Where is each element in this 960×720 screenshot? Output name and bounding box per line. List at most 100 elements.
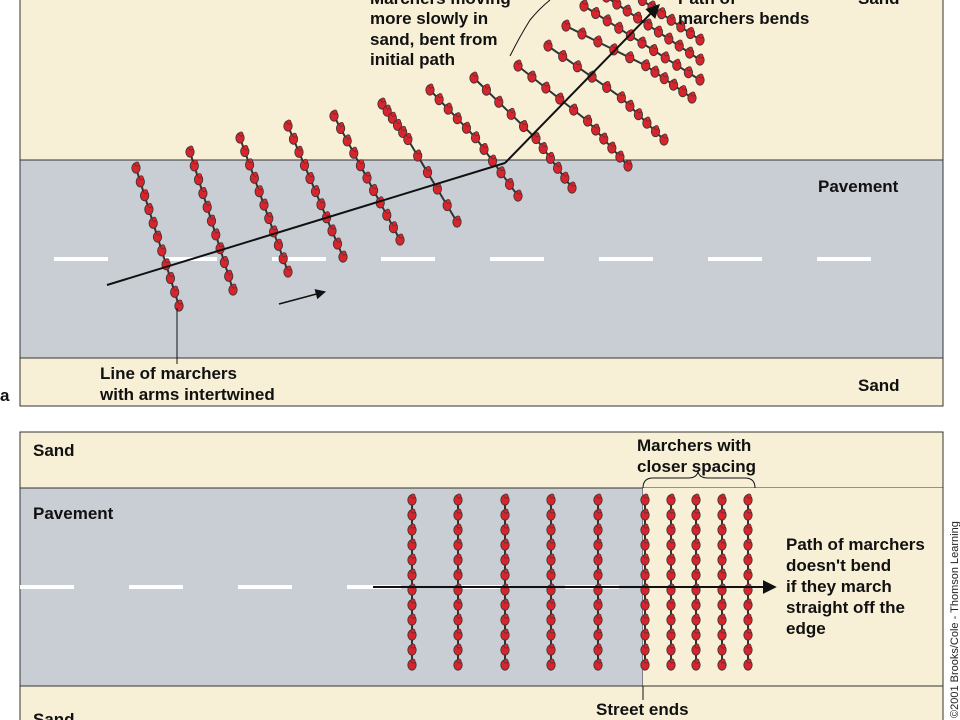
marcher-figure-icon bbox=[198, 186, 208, 199]
marcher-figure-icon bbox=[500, 598, 510, 611]
marcher-figure-icon bbox=[453, 508, 463, 521]
marcher-figure-icon bbox=[691, 598, 701, 611]
panel-a-sand-bottom-region bbox=[19, 357, 944, 407]
marcher-figure-icon bbox=[717, 508, 727, 521]
marcher-line bbox=[593, 493, 603, 671]
marcher-figure-icon bbox=[607, 141, 617, 154]
marcher-figure-icon bbox=[407, 598, 417, 611]
marcher-figure-icon bbox=[327, 224, 337, 237]
marcher-figure-icon bbox=[593, 643, 603, 656]
marcher-figure-icon bbox=[392, 118, 403, 131]
marcher-figure-icon bbox=[602, 80, 612, 93]
marcher-figure-icon bbox=[593, 35, 603, 48]
marcher-figure-icon bbox=[717, 598, 727, 611]
marcher-figure-icon bbox=[407, 553, 417, 566]
marcher-figure-icon bbox=[561, 19, 571, 32]
marcher-line bbox=[543, 39, 669, 146]
marcher-figure-icon bbox=[664, 32, 674, 45]
marcher-figure-icon bbox=[538, 141, 548, 154]
marcher-figure-icon bbox=[157, 244, 167, 257]
marcher-figure-icon bbox=[602, 14, 612, 27]
marcher-figure-icon bbox=[672, 58, 682, 71]
marcher-figure-icon bbox=[278, 252, 288, 265]
marcher-figure-icon bbox=[434, 93, 444, 106]
marcher-figure-icon bbox=[691, 568, 701, 581]
marcher-figure-icon bbox=[219, 255, 229, 268]
marcher-figure-icon bbox=[288, 132, 299, 145]
marcher-figure-icon bbox=[683, 66, 694, 79]
panel-b-sand-top-region bbox=[19, 431, 944, 489]
marcher-figure-icon bbox=[695, 53, 705, 66]
marcher-figure-icon bbox=[593, 658, 603, 671]
marcher-figure-icon bbox=[648, 44, 659, 57]
marcher-figure-icon bbox=[245, 158, 255, 171]
marcher-line bbox=[377, 97, 462, 228]
marcher-figure-icon bbox=[500, 493, 510, 506]
marcher-figure-icon bbox=[640, 523, 650, 536]
marcher-figure-icon bbox=[546, 508, 556, 521]
marcher-figure-icon bbox=[407, 523, 417, 536]
marcher-figure-icon bbox=[453, 613, 463, 626]
marcher-figure-icon bbox=[695, 33, 705, 46]
marcher-figure-icon bbox=[240, 144, 250, 157]
marcher-figure-icon bbox=[717, 643, 727, 656]
marcher-figure-icon bbox=[743, 553, 753, 566]
marcher-figure-icon bbox=[641, 59, 651, 72]
marcher-figure-icon bbox=[633, 108, 644, 121]
marcher-figure-icon bbox=[194, 173, 204, 186]
marcher-figure-icon bbox=[249, 171, 259, 184]
marcher-figure-icon bbox=[674, 39, 684, 52]
marcher-figure-icon bbox=[640, 643, 650, 656]
panel-a-sand-top-region bbox=[19, 0, 944, 161]
marcher-figure-icon bbox=[407, 658, 417, 671]
marcher-figure-icon bbox=[398, 125, 408, 138]
marcher-line bbox=[283, 119, 348, 263]
marcher-figure-icon bbox=[387, 111, 397, 124]
marcher-figure-icon bbox=[593, 508, 603, 521]
marcher-figure-icon bbox=[666, 658, 676, 671]
marcher-figure-icon bbox=[660, 51, 670, 64]
marcher-figure-icon bbox=[579, 0, 589, 12]
panel-a-path-bends-label-2: marchers bends bbox=[678, 9, 809, 28]
marcher-figure-icon bbox=[691, 613, 701, 626]
panel-a: Pavement Sand Sand Line of marchers with… bbox=[0, 0, 944, 407]
marcher-figure-icon bbox=[310, 185, 321, 198]
marcher-figure-icon bbox=[593, 598, 603, 611]
marcher-figure-icon bbox=[593, 523, 603, 536]
marcher-figure-icon bbox=[541, 81, 551, 94]
marcher-line bbox=[407, 493, 417, 671]
marcher-figure-icon bbox=[413, 149, 423, 162]
panel-a-sand-bottom-label: Sand bbox=[858, 376, 900, 395]
marcher-figure-icon bbox=[294, 145, 304, 158]
marcher-figure-icon bbox=[717, 568, 727, 581]
marcher-figure-icon bbox=[653, 25, 664, 38]
marcher-figure-icon bbox=[591, 123, 601, 136]
marcher-figure-icon bbox=[637, 0, 647, 6]
marcher-figure-icon bbox=[684, 46, 695, 59]
marcher-figure-icon bbox=[676, 20, 686, 33]
marcher-figure-icon bbox=[666, 628, 676, 641]
marcher-figure-icon bbox=[546, 598, 556, 611]
marcher-figure-icon bbox=[299, 158, 310, 171]
marcher-figure-icon bbox=[259, 198, 269, 211]
panel-b-spacing-label-2: closer spacing bbox=[637, 457, 756, 476]
marcher-figure-icon bbox=[552, 161, 563, 174]
marcher-figure-icon bbox=[316, 198, 326, 211]
marcher-figure-icon bbox=[593, 628, 603, 641]
marcher-figure-icon bbox=[717, 658, 727, 671]
marcher-figure-icon bbox=[546, 523, 556, 536]
marcher-figure-icon bbox=[590, 6, 601, 19]
marcher-figure-icon bbox=[170, 285, 180, 298]
marcher-figure-icon bbox=[283, 119, 293, 132]
marcher-figure-icon bbox=[407, 613, 417, 626]
panel-a-slow-label-3: sand, bent from bbox=[370, 30, 498, 49]
marcher-figure-icon bbox=[650, 125, 661, 138]
panel-a-letter: a bbox=[0, 386, 10, 405]
marcher-figure-icon bbox=[642, 116, 652, 129]
panel-a-path-arrow-sand bbox=[504, 3, 660, 164]
marcher-figure-icon bbox=[368, 183, 379, 196]
marcher-figure-icon bbox=[453, 628, 463, 641]
marcher-figure-icon bbox=[666, 13, 676, 26]
marcher-figure-icon bbox=[329, 109, 339, 122]
marcher-figure-icon bbox=[567, 181, 577, 194]
